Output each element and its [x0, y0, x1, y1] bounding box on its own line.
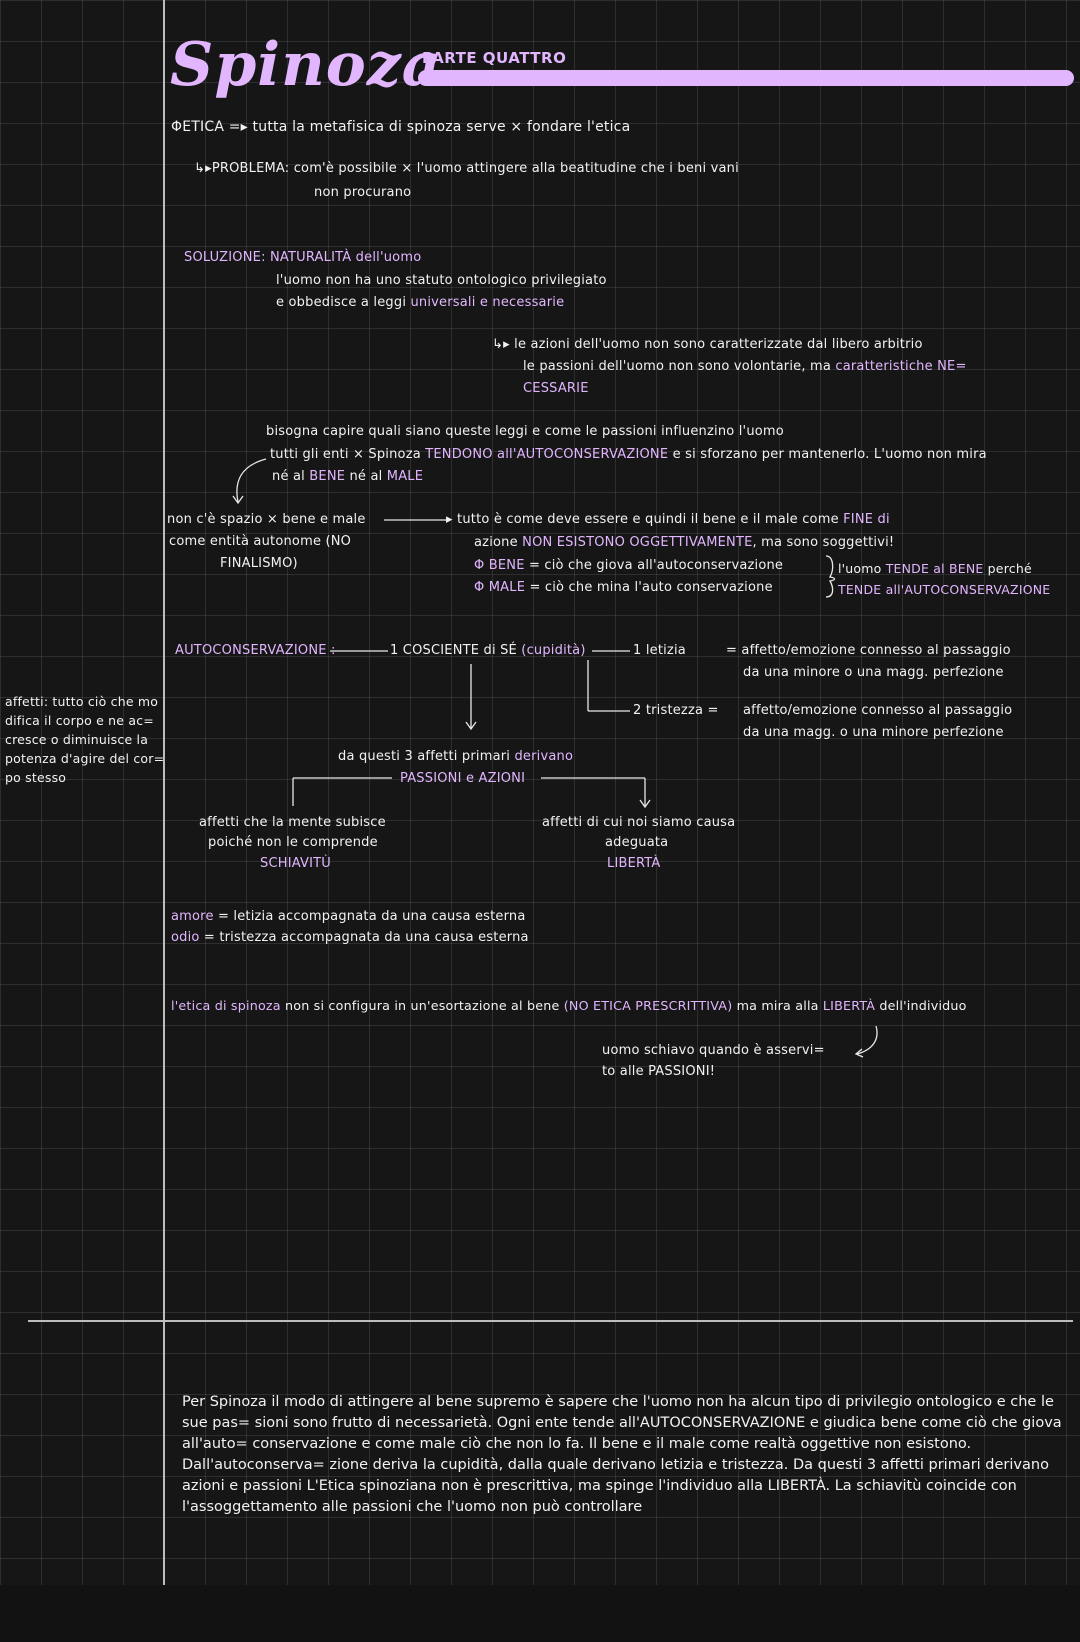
schiavitu-label: SCHIAVITÙ — [260, 856, 331, 871]
problema-line-1: ↳▸PROBLEMA: com'è possibile × l'uomo att… — [194, 161, 739, 176]
section-divider — [28, 1320, 1073, 1322]
letizia-def-2: da una minore o una magg. perfezione — [743, 665, 1004, 680]
tutto-line-2: azione NON ESISTONO OGGETTIVAMENTE, ma s… — [474, 535, 895, 550]
cosciente-di-se: 1 COSCIENTE di SÉ (cupidità) — [390, 643, 586, 658]
affetti-margin-note: affetti: tutto ciò che mo difica il corp… — [5, 694, 165, 785]
azioni-line-3: CESSARIE — [523, 381, 589, 396]
azioni-highlight: caratteristiche NE= — [835, 359, 967, 374]
margin-line — [163, 0, 165, 1585]
page-title: Spinoza — [170, 30, 442, 100]
soluzione-highlight: universali e necessarie — [410, 295, 565, 310]
autoconservazione-label: AUTOCONSERVAZIONE : — [175, 643, 336, 658]
schiavo-line-2: to alle PASSIONI! — [602, 1064, 716, 1079]
non-ce-line-2: come entità autonome (NO — [169, 534, 352, 549]
liberta-label: LIBERTÀ — [607, 856, 661, 871]
tende-line-2: TENDE all'AUTOCONSERVAZIONE — [838, 582, 1051, 597]
fine-word: FINE di — [843, 512, 890, 527]
summary-paragraph: Per Spinoza il modo di attingere al bene… — [182, 1394, 1062, 1515]
tristezza-label: 2 tristezza = — [633, 703, 719, 718]
non-ce-line-1: non c'è spazio × bene e male — [167, 512, 366, 527]
soluzione-line-1: l'uomo non ha uno statuto ontologico pri… — [276, 273, 607, 288]
tende-line-1: l'uomo TENDE al BENE perché — [838, 561, 1032, 576]
azioni-line-2: le passioni dell'uomo non sono volontari… — [523, 359, 967, 374]
enti-line-1: tutti gli enti × Spinoza TENDONO all'AUT… — [270, 447, 987, 462]
male-definition: Φ MALE = ciò che mina l'auto conservazio… — [474, 580, 773, 595]
schiavo-line-1: uomo schiavo quando è asservi= — [602, 1043, 825, 1058]
non-esistono: NON ESISTONO OGGETTIVAMENTE — [522, 535, 753, 550]
tristezza-def-2: da una magg. o una minore perfezione — [743, 725, 1004, 740]
bene-definition: Φ BENE = ciò che giova all'autoconservaz… — [474, 558, 784, 573]
male-word: MALE — [386, 469, 424, 484]
problema-line-2: non procurano — [314, 185, 412, 200]
passioni-azioni-label: PASSIONI e AZIONI — [400, 771, 526, 786]
causa-line-2: adeguata — [605, 835, 669, 850]
bottom-band — [0, 1585, 1080, 1642]
azioni-line-1: ↳▸ le azioni dell'uomo non sono caratter… — [492, 337, 923, 352]
amore-line: amore = letizia accompagnata da una caus… — [171, 909, 526, 924]
causa-line-1: affetti di cui noi siamo causa — [542, 815, 736, 830]
bisogna-line: bisogna capire quali siano queste leggi … — [266, 424, 784, 439]
soluzione-line-2: e obbedisce a leggi universali e necessa… — [276, 295, 565, 310]
tristezza-def-1: affetto/emozione connesso al passaggio — [743, 703, 1013, 718]
etica-line: ΦETICA =▸ tutta la metafisica di spinoza… — [171, 119, 631, 135]
letizia-def-1: = affetto/emozione connesso al passaggio — [726, 643, 1011, 658]
non-ce-line-3: FINALISMO) — [220, 556, 298, 571]
tutto-line-1: ▸ tutto è come deve essere e quindi il b… — [446, 512, 890, 527]
letizia-label: 1 letizia — [633, 643, 686, 658]
part-label: PARTE QUATTRO — [422, 49, 567, 67]
enti-line-2: né al BENE né al MALE — [272, 469, 424, 484]
subisce-line-2: poiché non le comprende — [208, 835, 378, 850]
enti-highlight: TENDONO all'AUTOCONSERVAZIONE — [425, 447, 669, 462]
bene-word: BENE — [309, 469, 346, 484]
tre-affetti-line: da questi 3 affetti primari derivano — [338, 749, 574, 764]
subisce-line-1: affetti che la mente subisce — [199, 815, 386, 830]
odio-line: odio = tristezza accompagnata da una cau… — [171, 930, 529, 945]
etica-conclusione: l'etica di spinoza non si configura in u… — [171, 998, 967, 1013]
soluzione-heading: SOLUZIONE: NATURALITÀ dell'uomo — [184, 250, 422, 265]
title-highlight-bar — [418, 70, 1074, 86]
